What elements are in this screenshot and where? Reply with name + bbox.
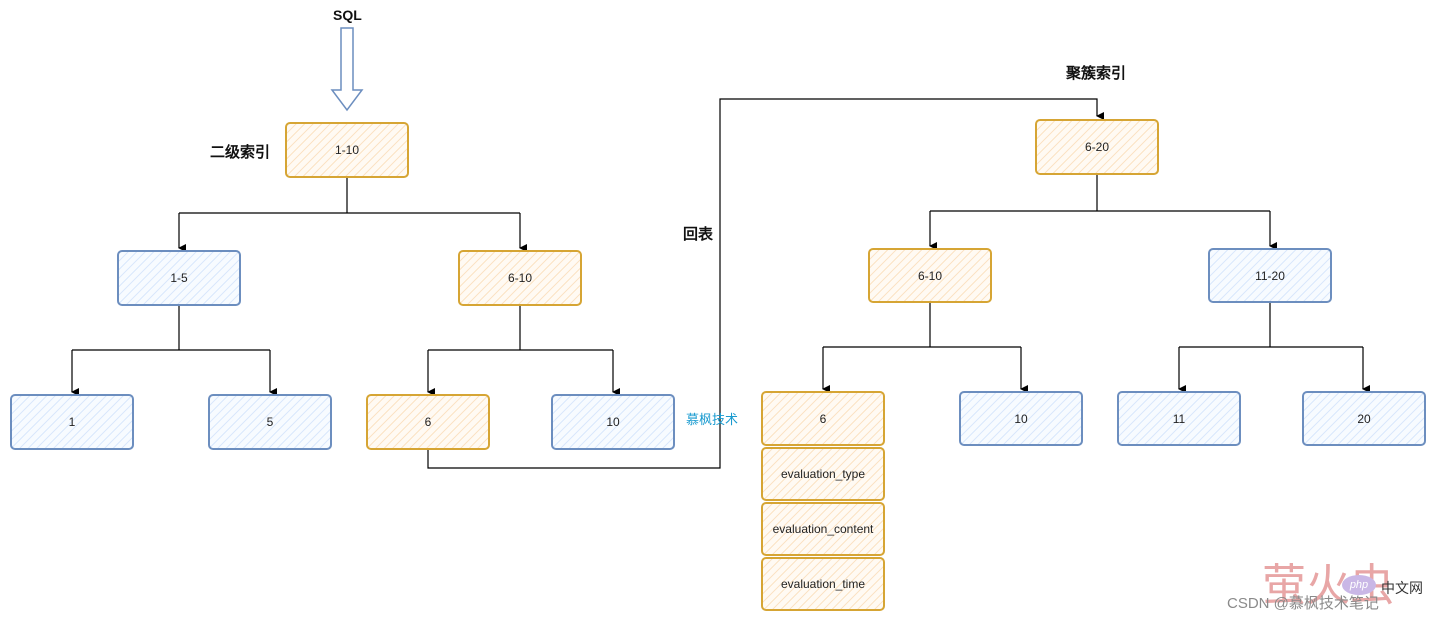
- sql-arrow: [330, 27, 364, 112]
- edge-clu-right: [1179, 303, 1363, 348]
- back-to-table-label: 回表: [683, 226, 714, 243]
- sec-leaf-6: 6: [366, 394, 490, 450]
- edge-clu-root: [930, 175, 1270, 212]
- edge-back-to-table: [427, 98, 1104, 469]
- clu-leaf-11: 11: [1117, 391, 1241, 446]
- record-cell-evaluation-type: evaluation_type: [761, 447, 885, 501]
- sql-label: SQL: [333, 7, 362, 23]
- secondary-index-label: 二级索引: [210, 144, 271, 161]
- php-badge-icon: php: [1342, 575, 1376, 595]
- clu-node-11-20: 11-20: [1208, 248, 1332, 303]
- cn-site-watermark: 中文网: [1381, 580, 1423, 596]
- sec-leaf-1: 1: [10, 394, 134, 450]
- sec-node-6-10: 6-10: [458, 250, 582, 306]
- sec-leaf-5: 5: [208, 394, 332, 450]
- record-cell-evaluation-time: evaluation_time: [761, 557, 885, 611]
- clustered-index-label: 聚簇索引: [1066, 65, 1127, 82]
- record-cell-evaluation-content: evaluation_content: [761, 502, 885, 556]
- clu-node-6-10: 6-10: [868, 248, 992, 303]
- sec-node-1-5: 1-5: [117, 250, 241, 306]
- csdn-watermark: CSDN @慕枫技术笔记: [1227, 595, 1379, 612]
- record-cell-id: 6: [761, 391, 885, 446]
- edge-sec-left: [72, 306, 270, 351]
- sec-leaf-10: 10: [551, 394, 675, 450]
- sec-root-node: 1-10: [285, 122, 409, 178]
- mufeng-watermark: 慕枫技术: [686, 412, 739, 427]
- edge-sec-right: [428, 306, 613, 351]
- clu-leaf-10: 10: [959, 391, 1083, 446]
- clu-root-node: 6-20: [1035, 119, 1159, 175]
- clu-leaf-20: 20: [1302, 391, 1426, 446]
- edge-sec-root: [179, 178, 520, 214]
- edge-clu-left: [823, 303, 1021, 348]
